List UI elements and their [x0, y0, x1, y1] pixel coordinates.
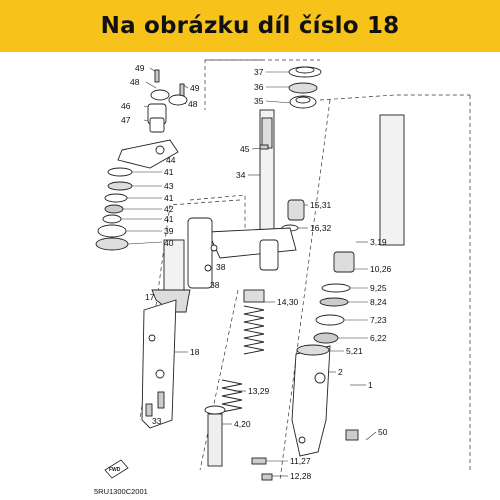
label-41: 41	[164, 193, 174, 203]
fork-exploded-diagram: FWD 37 36 35 49 49 48 48 46 47 44 45 34 …	[94, 59, 471, 496]
label-48: 48	[130, 77, 140, 87]
parts	[95, 66, 405, 481]
label-12-28: 12,28	[290, 471, 312, 481]
label-40: 40	[164, 238, 174, 248]
banner-title: Na obrázku díl číslo 18	[100, 13, 400, 39]
label-38: 38	[210, 280, 220, 290]
label-42: 42	[164, 204, 174, 214]
diagram-code: 5RU1300C2001	[94, 487, 148, 496]
label-6-22: 6,22	[370, 333, 387, 343]
label-3-19: 3,19	[370, 237, 387, 247]
label-14-30: 14,30	[277, 297, 299, 307]
label-15-31: 15,31	[310, 200, 332, 210]
label-34: 34	[236, 170, 246, 180]
label-41: 41	[164, 167, 174, 177]
label-41: 41	[164, 214, 174, 224]
label-18: 18	[190, 347, 200, 357]
label-35: 35	[254, 96, 264, 106]
label-1: 1	[368, 380, 373, 390]
label-48: 48	[188, 99, 198, 109]
label-45: 45	[240, 144, 250, 154]
label-2: 2	[338, 367, 343, 377]
label-5-21: 5,21	[346, 346, 363, 356]
label-33: 33	[152, 416, 162, 426]
label-4-20: 4,20	[234, 419, 251, 429]
label-43: 43	[164, 181, 174, 191]
label-13-29: 13,29	[248, 386, 270, 396]
label-37: 37	[254, 67, 264, 77]
label-44: 44	[166, 155, 176, 165]
svg-text:FWD: FWD	[109, 467, 121, 473]
label-49: 49	[135, 63, 145, 73]
label-49: 49	[190, 83, 200, 93]
label-47: 47	[121, 115, 131, 125]
label-50: 50	[378, 427, 388, 437]
label-38: 38	[216, 262, 226, 272]
label-8-24: 8,24	[370, 297, 387, 307]
label-9-25: 9,25	[370, 283, 387, 293]
label-7-23: 7,23	[370, 315, 387, 325]
label-46: 46	[121, 101, 131, 111]
label-36: 36	[254, 82, 264, 92]
label-17: 17	[145, 292, 155, 302]
group-outlines	[139, 59, 471, 481]
callout-labels: 37 36 35 49 49 48 48 46 47 44 45 34 41 4…	[94, 63, 392, 496]
label-39: 39	[164, 226, 174, 236]
label-11-27: 11,27	[290, 456, 311, 466]
label-10-26: 10,26	[370, 264, 392, 274]
fwd-arrow-icon: FWD	[104, 459, 129, 479]
label-16-32: 16,32	[310, 223, 332, 233]
title-banner: Na obrázku díl číslo 18	[0, 0, 500, 52]
